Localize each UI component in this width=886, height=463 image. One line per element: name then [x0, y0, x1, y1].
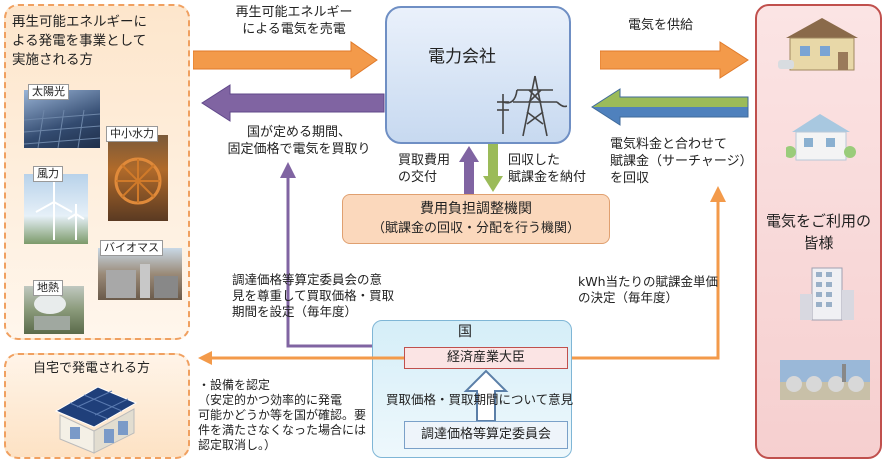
solar-label: 太陽光	[28, 84, 69, 100]
cost-adjustment-org-title: 費用負担調整機関	[420, 201, 532, 217]
hydro-photo	[108, 135, 168, 221]
biomass-photo	[98, 248, 182, 300]
purchase-arrow	[201, 84, 385, 122]
supply-arrow	[600, 41, 749, 79]
home-generation-title: 自宅で発電される方	[33, 361, 151, 376]
wind-turbine-icon	[35, 182, 85, 240]
surcharge-arrow	[591, 88, 749, 126]
power-company-title: 電力会社	[428, 47, 496, 67]
transmission-tower-icon	[497, 75, 567, 137]
wind-label: 風力	[33, 166, 63, 182]
apartment-building-icon	[800, 267, 854, 321]
sell-label: 再生可能エネルギー による電気を売電	[235, 5, 353, 37]
committee-box	[404, 421, 568, 449]
cost-adjustment-org-subtitle: （賦課金の回収・分配を行う機関）	[371, 221, 580, 236]
certify-label: ・設備を認定 （安定的かつ効率的に発電 可能かどうか等を国が確認。要 件を満たさ…	[198, 378, 367, 452]
pay-cost-arrow	[459, 146, 479, 194]
purchase-label: 国が定める期間、 固定価格で電気を買取り	[227, 125, 371, 157]
biomass-label: バイオマス	[100, 240, 163, 256]
cost-adjustment-org-box	[342, 194, 610, 244]
solar-panel-icon	[23, 109, 101, 149]
nation-title: 国	[458, 324, 472, 340]
solar-house-icon	[54, 386, 138, 454]
opinion-arrow	[463, 369, 509, 421]
surcharge-label: 電気料金と合わせて 賦課金（サーチャージ） を回収	[610, 137, 753, 186]
customers-title: 電気をご利用の 皆様	[765, 212, 871, 252]
committee-label: 調達価格等算定委員会	[420, 427, 551, 442]
steam-icon	[34, 294, 70, 330]
water-wheel-icon	[114, 157, 162, 205]
meti-minister-box	[404, 347, 568, 369]
house-icon	[778, 18, 858, 71]
sell-electricity-arrow	[193, 41, 378, 79]
price-setting-label: 調達価格等算定委員会の意 見を尊重して買取価格・買取 期間を設定（毎年度）	[232, 272, 395, 319]
collect-surcharge-arrow	[483, 144, 503, 192]
hydro-label: 中小水力	[106, 126, 158, 142]
supply-label: 電気を供給	[628, 18, 694, 33]
pay-cost-label: 買取費用 の交付	[398, 153, 451, 185]
meti-minister-label: 経済産業大臣	[446, 350, 525, 365]
renewable-business-title: 再生可能エネルギーに よる発電を事業として 実施される方	[12, 14, 147, 68]
industrial-plant-icon	[780, 360, 870, 400]
factory-icon	[106, 264, 178, 298]
geothermal-label: 地熱	[33, 280, 63, 296]
opinion-label: 買取価格・買取期間について意見	[386, 392, 574, 407]
certify-arrow	[198, 351, 404, 365]
wind-photo	[24, 174, 88, 244]
house-icon-2	[786, 114, 856, 161]
collect-label: 回収した 賦課金を納付	[508, 153, 587, 185]
unit-price-line	[568, 186, 726, 360]
unit-price-label: kWh当たりの賦課金単価 の決定（毎年度）	[578, 274, 719, 305]
